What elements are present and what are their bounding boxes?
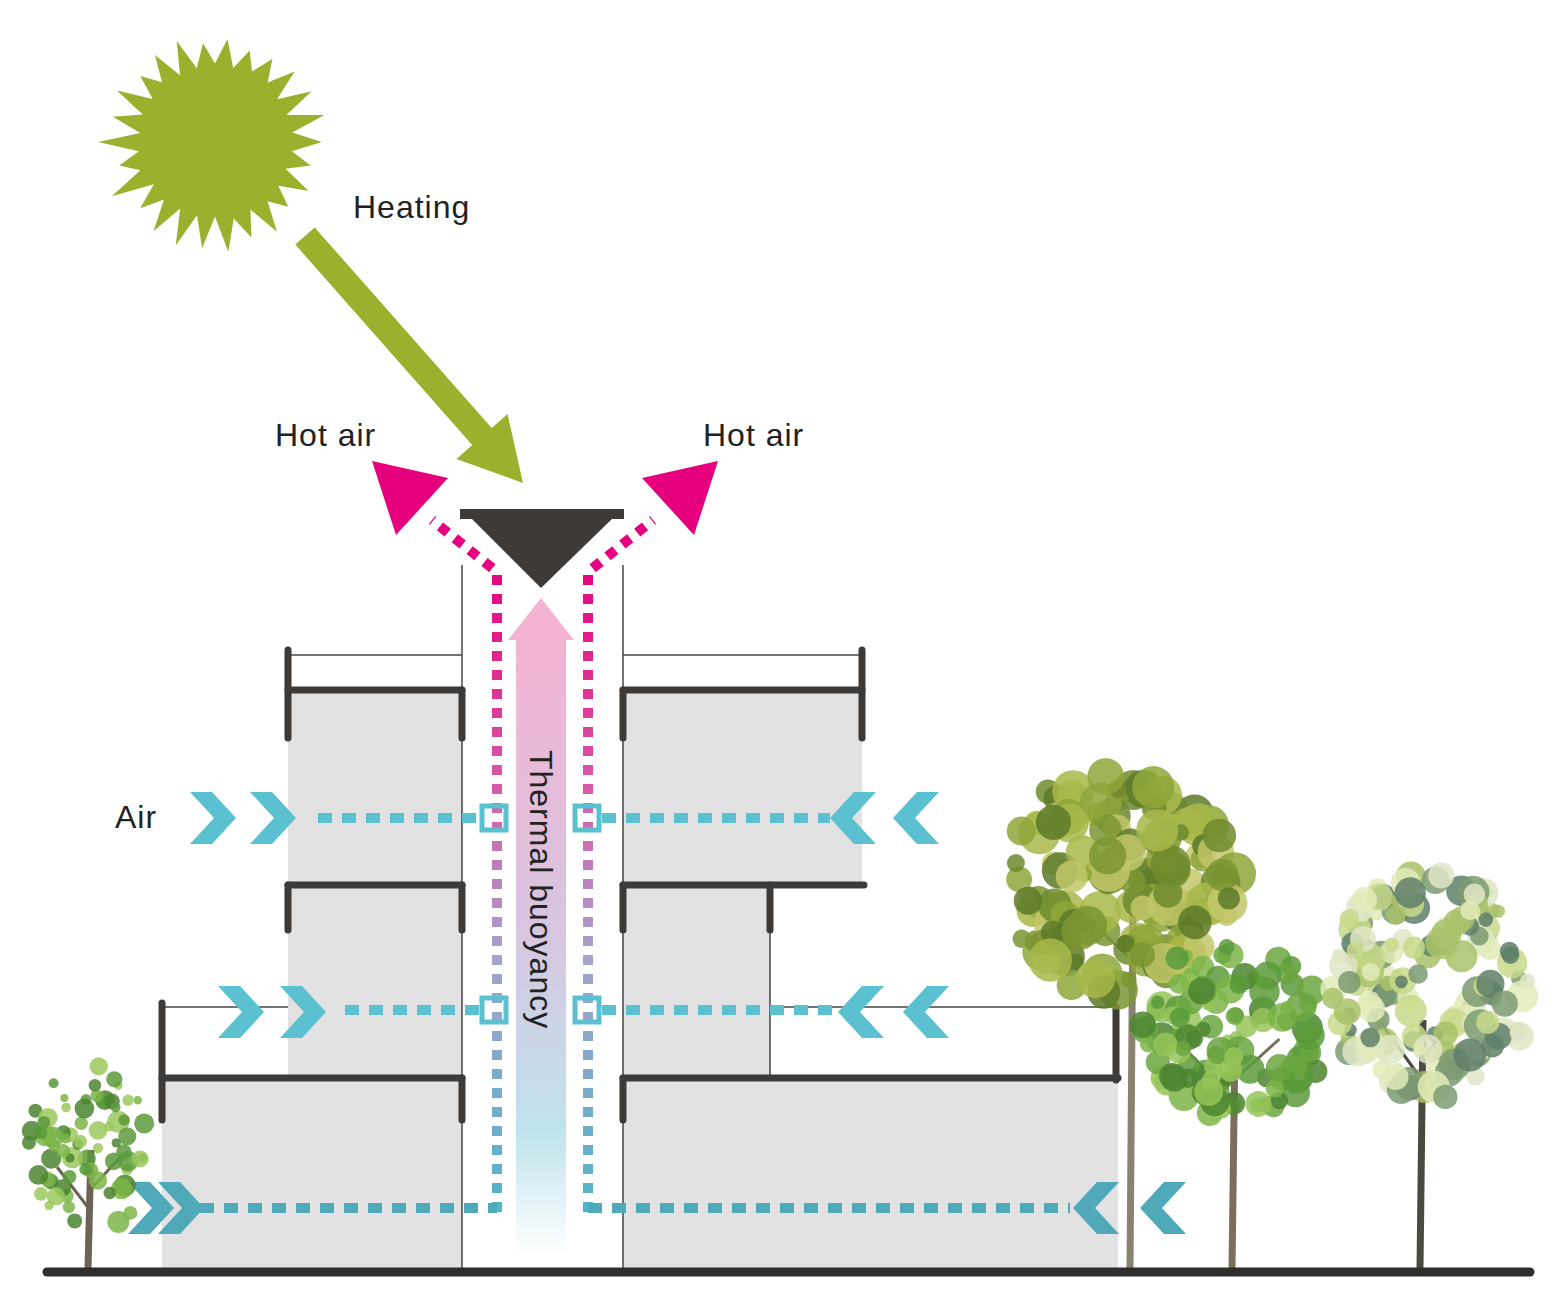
- chevron: [838, 986, 884, 1038]
- thin-lines: [162, 565, 1116, 1270]
- chevron: [218, 986, 264, 1038]
- chevron: [1140, 1182, 1186, 1234]
- flow-label: Hot air: [703, 418, 804, 453]
- chevron: [190, 792, 236, 844]
- flow-label-vertical: Thermal buoyancy: [523, 750, 558, 1029]
- chevron: [830, 792, 876, 844]
- chevron: [893, 792, 939, 844]
- chevron: [1073, 1182, 1119, 1234]
- air-paths-low: [200, 1203, 1070, 1213]
- hot-air-paths: [432, 520, 653, 1212]
- trees: [22, 758, 1538, 1268]
- sun: [98, 39, 324, 252]
- air-paths: [318, 818, 840, 1010]
- tree: [1006, 758, 1256, 1268]
- air-chevrons: [128, 792, 1186, 1234]
- flow-label: Air: [115, 800, 157, 835]
- flow-label: Heating: [353, 190, 470, 225]
- hot-air-heads: [372, 461, 718, 535]
- chevron: [903, 986, 949, 1038]
- buoyancy-arrow: [508, 598, 574, 1253]
- ground-line: [47, 1268, 1530, 1277]
- chevron: [158, 1182, 204, 1234]
- flow-label: Hot air: [275, 418, 376, 453]
- sun-shape: [98, 39, 324, 252]
- building-blocks: [162, 690, 1118, 1270]
- slabs: [162, 650, 1118, 1120]
- roof-cap: [460, 509, 624, 588]
- chevron: [280, 986, 326, 1038]
- chevron: [250, 792, 296, 844]
- tree: [1320, 862, 1538, 1268]
- tree: [1129, 939, 1327, 1268]
- tree: [22, 1057, 154, 1268]
